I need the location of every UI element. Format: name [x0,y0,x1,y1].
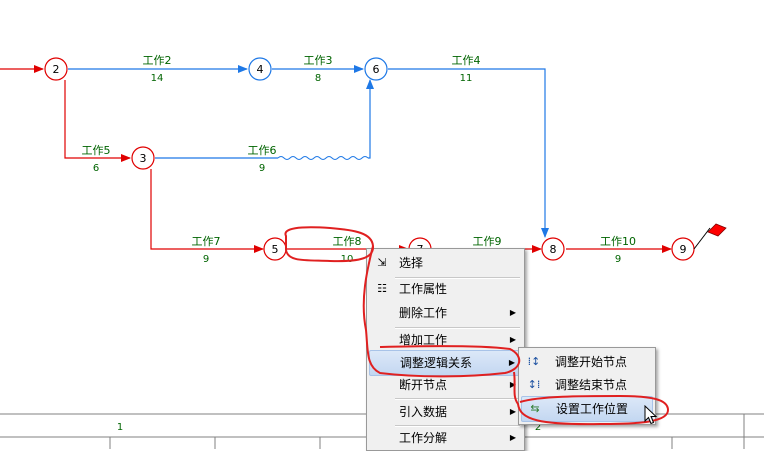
activity-3-duration: 8 [315,73,321,84]
activity-3-name: 工作3 [304,54,333,67]
menu-item-add-work[interactable]: 增加工作 ▶ [369,328,522,352]
activity-6-duration: 9 [259,163,265,174]
node-6[interactable]: 6 [364,57,388,81]
activity-2[interactable]: 工作2 14 [68,54,248,84]
svg-text:8: 8 [550,243,557,256]
select-icon: ⇲ [377,256,387,269]
activity-5-name: 工作5 [82,144,111,157]
svg-text:9: 9 [680,243,687,256]
context-menu: ⇲ 选择 ☷ 工作属性 删除工作 ▶ 增加工作 ▶ 调整逻辑关系 ▶ 断开节点 … [366,248,525,451]
node-5[interactable]: 5 [263,237,287,261]
timeline-header-1: 1 [117,422,123,433]
svg-text:6: 6 [373,63,380,76]
node-8[interactable]: 8 [541,237,565,261]
menu-item-work-properties[interactable]: ☷ 工作属性 [369,277,522,301]
activity-5-duration: 6 [93,163,99,174]
activity-6-name: 工作6 [248,144,277,157]
mouse-cursor-icon [644,405,658,425]
submenu-arrow-icon: ▶ [509,380,516,389]
activity-5[interactable]: 工作5 6 [64,80,131,174]
activity-4-name: 工作4 [452,54,481,67]
adjust-start-node-icon: ⁞↕ [527,355,541,368]
activity-7[interactable]: 工作7 9 [150,169,264,265]
activity-10-duration: 9 [615,254,621,265]
activity-8-duration: 10 [341,254,354,265]
activity-7-duration: 9 [203,254,209,265]
svg-text:2: 2 [53,63,60,76]
activity-10-name: 工作10 [600,235,636,248]
set-position-icon: ⇆ [530,402,540,415]
node-3[interactable]: 3 [131,146,155,170]
submenu-arrow-icon: ▶ [508,358,515,367]
activity-6[interactable]: 工作6 9 [155,79,374,174]
node-4[interactable]: 4 [248,57,272,81]
submenu-arrow-icon: ▶ [509,335,516,344]
activity-10[interactable]: 工作10 9 [566,235,672,265]
submenu-item-adjust-end[interactable]: ↕⁞ 调整结束节点 [527,378,628,392]
submenu-arrow-icon: ▶ [509,308,516,317]
submenu-arrow-icon: ▶ [509,433,516,442]
activity-2-duration: 14 [151,73,164,84]
menu-item-delete-work[interactable]: 删除工作 ▶ [369,301,522,325]
node-9[interactable]: 9 [671,237,695,261]
svg-text:3: 3 [140,152,147,165]
activity-7-name: 工作7 [192,235,221,248]
activity-4-duration: 11 [460,73,473,84]
menu-item-import-data[interactable]: 引入数据 ▶ [369,400,522,424]
activity-4[interactable]: 工作4 11 [388,54,549,238]
submenu-adjust-logic: ⁞↕ 调整开始节点 ↕⁞ 调整结束节点 ⇆ 设置工作位置 [518,347,656,425]
end-flag-icon [693,223,727,250]
svg-text:5: 5 [272,243,279,256]
timeline-header-2: 2 [535,422,541,433]
menu-item-select[interactable]: ⇲ 选择 [369,251,522,275]
adjust-end-node-icon: ↕⁞ [527,378,541,391]
submenu-arrow-icon: ▶ [509,407,516,416]
submenu-item-adjust-start[interactable]: ⁞↕ 调整开始节点 [527,355,628,369]
submenu-item-set-position[interactable]: ⇆ 设置工作位置 [521,396,653,422]
menu-item-disconnect-node[interactable]: 断开节点 ▶ [369,373,522,397]
node-2[interactable]: 2 [44,57,68,81]
svg-text:4: 4 [257,63,264,76]
activity-8-name: 工作8 [333,235,362,248]
menu-item-decompose-work[interactable]: 工作分解 ▶ [369,426,522,450]
activity-9-name: 工作9 [473,235,502,248]
activity-3[interactable]: 工作3 8 [272,54,364,84]
activity-9[interactable]: 工作9 [432,235,542,253]
activity-2-name: 工作2 [143,54,172,67]
properties-icon: ☷ [377,282,387,295]
